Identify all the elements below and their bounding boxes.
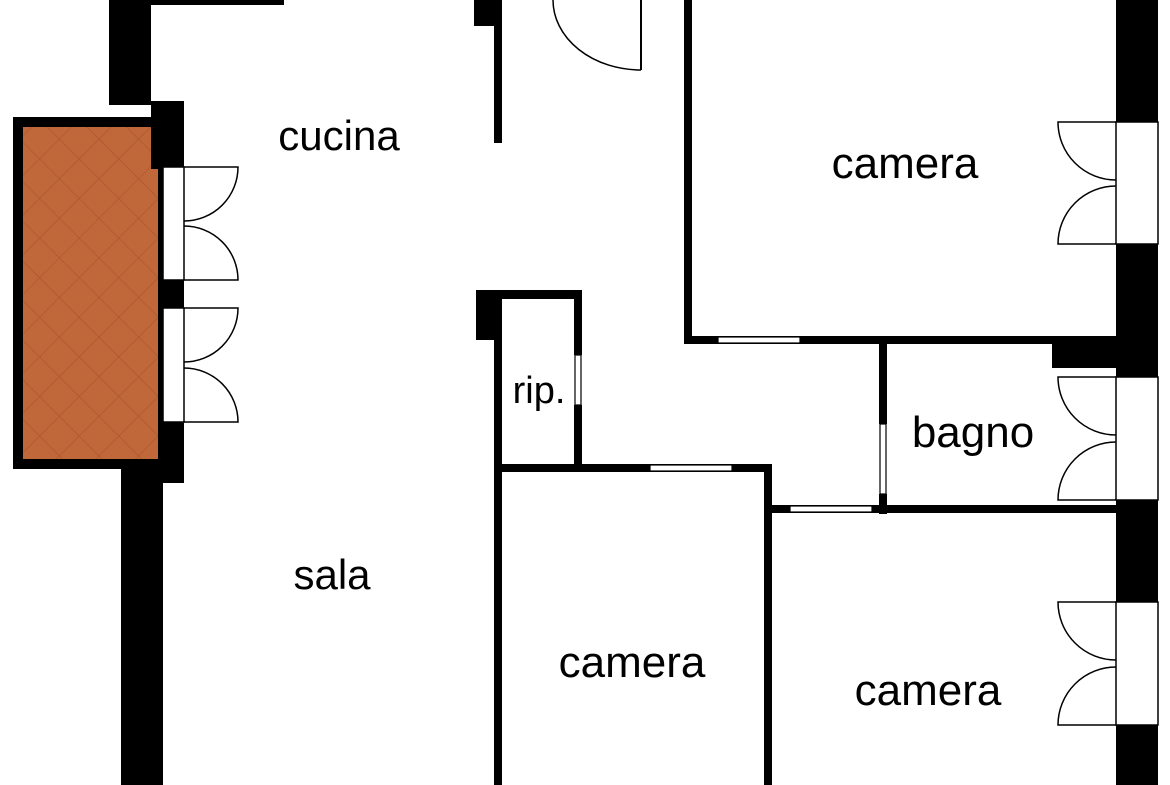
wall-camera-bottom — [772, 505, 1158, 785]
door-balcony-upper[interactable] — [183, 166, 239, 281]
door-balcony-lower[interactable] — [183, 307, 239, 423]
window-frame-camera-bottom — [1115, 601, 1159, 726]
label-ripostiglio: rip. — [513, 370, 566, 412]
door-entrance[interactable] — [552, 0, 642, 71]
door-ripostiglio[interactable] — [574, 354, 582, 406]
door-bagno[interactable] — [879, 423, 887, 495]
label-camera-top-right: camera — [832, 139, 979, 188]
wall-camera-middle — [494, 464, 772, 785]
label-sala: sala — [293, 551, 371, 598]
door-camera-bottom[interactable] — [789, 505, 873, 513]
door-camera-middle[interactable] — [649, 464, 733, 472]
balcony — [13, 117, 168, 469]
door-bagno-window[interactable] — [1057, 376, 1117, 501]
window-camera-top-hall — [717, 336, 801, 344]
door-camera-top-window[interactable] — [1057, 121, 1117, 245]
wall-ripostiglio — [476, 290, 582, 470]
label-camera-bottom-right: camera — [855, 666, 1002, 715]
balcony-door-frames — [162, 166, 185, 423]
door-camera-bottom-window[interactable] — [1057, 601, 1117, 726]
label-bagno: bagno — [912, 408, 1034, 457]
label-camera-middle: camera — [559, 638, 706, 687]
label-cucina: cucina — [278, 112, 400, 159]
wall-left — [109, 0, 284, 785]
wall-bagno — [879, 344, 1158, 602]
window-frame-bagno — [1115, 376, 1159, 501]
wall-entrance — [474, 0, 642, 143]
window-frame-camera-top — [1115, 121, 1159, 245]
wall-camera-top — [684, 0, 1158, 377]
